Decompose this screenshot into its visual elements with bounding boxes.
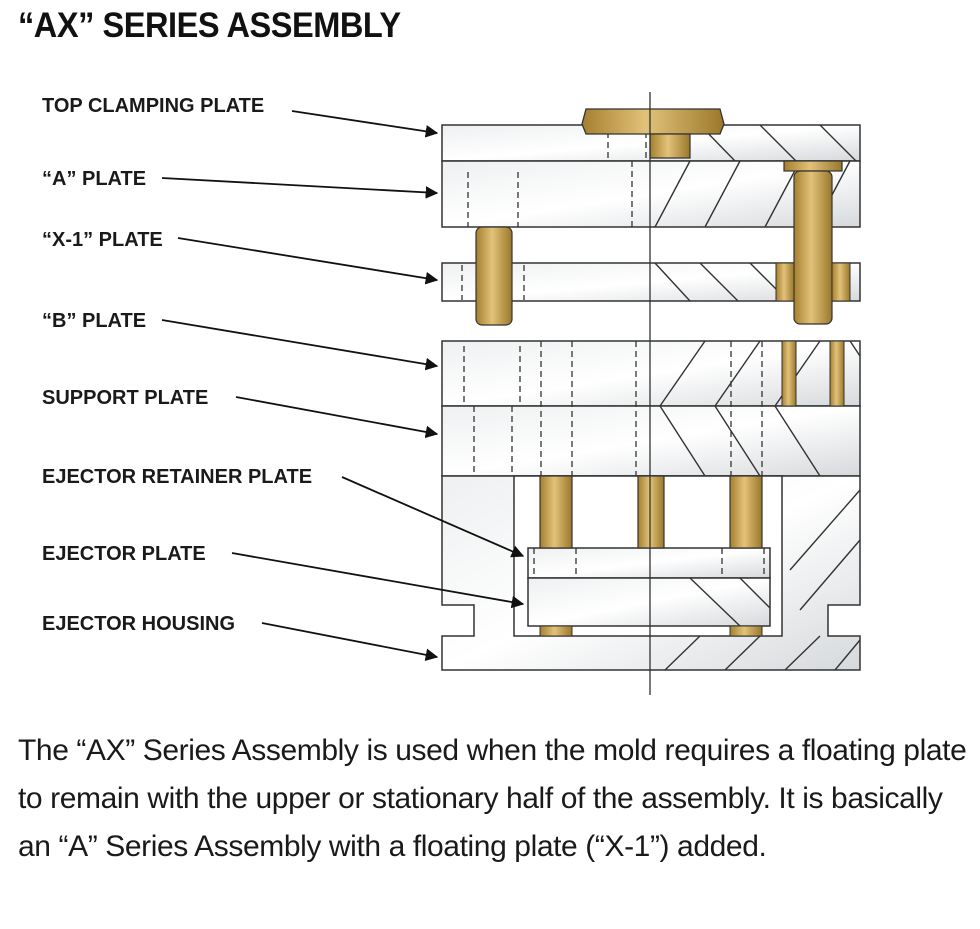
- arrow-top-clamping-plate: [291, 110, 439, 138]
- ejector-plate: [527, 577, 771, 627]
- bushing-x1: [775, 262, 851, 302]
- label-ejector-plate: EJECTOR PLATE: [42, 543, 206, 565]
- arrow-ejector-plate: [231, 552, 525, 609]
- hidden-lines: [461, 132, 765, 578]
- arrow-x1-plate: [177, 237, 439, 285]
- guide-pin-right: [783, 160, 843, 325]
- arrow-ejector-retainer-plate: [341, 476, 525, 558]
- arrow-a-plate: [161, 177, 439, 199]
- ejector-retainer-plate: [527, 547, 771, 579]
- label-support-plate: SUPPORT PLATE: [42, 387, 208, 409]
- arrow-b-plate: [161, 319, 439, 371]
- label-b-plate: “B” PLATE: [42, 310, 146, 332]
- label-top-clamping-plate: TOP CLAMPING PLATE: [42, 95, 264, 117]
- arrow-support-plate: [235, 396, 439, 439]
- sprue-bushing: [649, 133, 691, 159]
- bushing-b-plate: [781, 340, 845, 407]
- page-title: “AX” SERIES ASSEMBLY: [18, 6, 401, 45]
- stop-pins: [539, 625, 763, 637]
- locating-ring: [581, 108, 725, 135]
- label-ejector-retainer-plate: EJECTOR RETAINER PLATE: [42, 466, 312, 488]
- label-a-plate: “A” PLATE: [42, 168, 146, 190]
- leader-pin-left: [475, 226, 513, 326]
- leader-arrows: [161, 110, 525, 662]
- a-plate: [441, 160, 861, 228]
- label-ejector-housing: EJECTOR HOUSING: [42, 613, 235, 635]
- arrow-ejector-housing: [261, 622, 439, 662]
- description-paragraph: The “AX” Series Assembly is used when th…: [18, 734, 967, 863]
- return-pins: [539, 475, 763, 549]
- section-hatching: [654, 124, 861, 671]
- label-x1-plate: “X-1” PLATE: [42, 229, 163, 251]
